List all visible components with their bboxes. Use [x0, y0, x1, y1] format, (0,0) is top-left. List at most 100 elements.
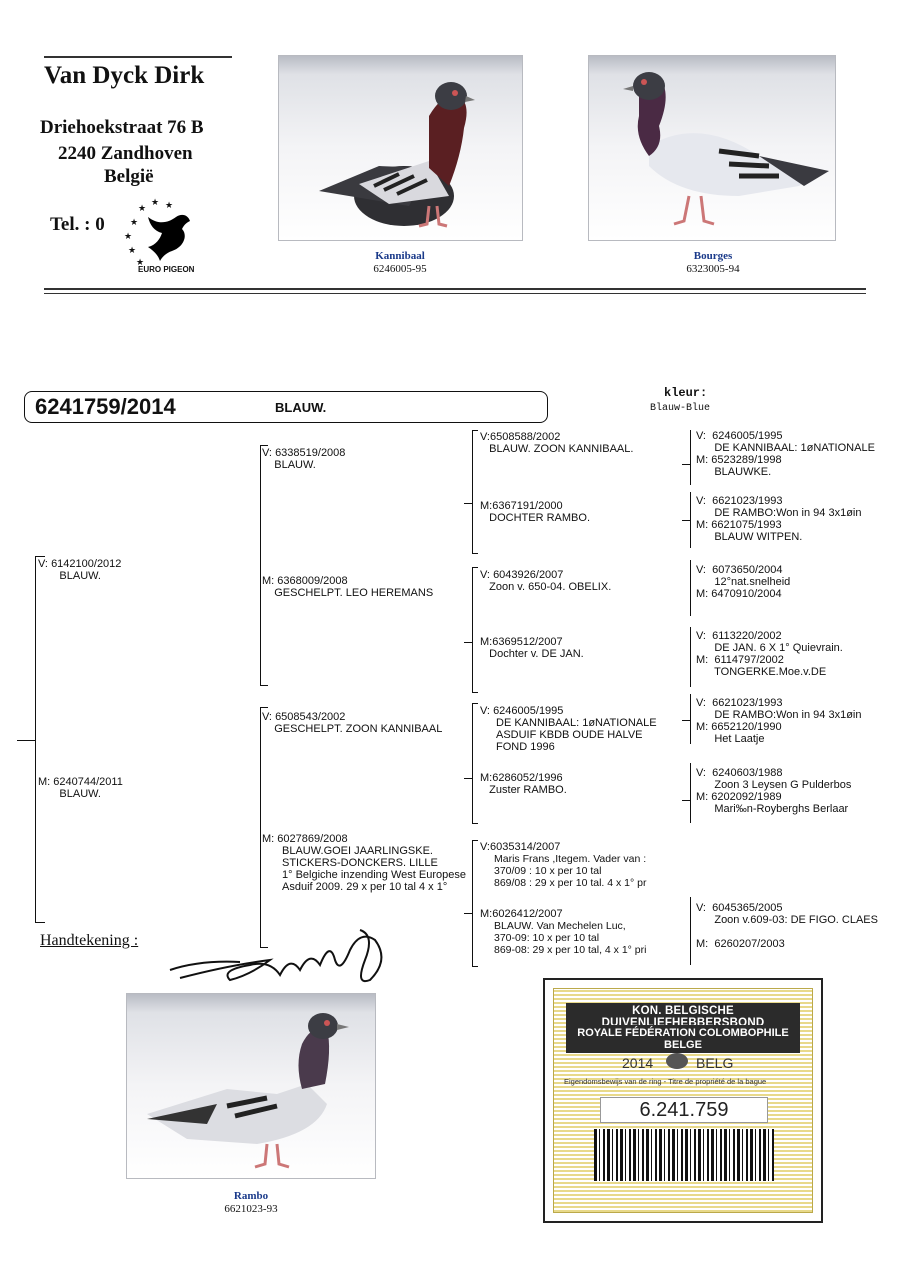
- gen2-bracket-sire-bottom: [260, 685, 268, 686]
- gen4-5: V: 6621023/1993 DE RAMBO:Won in 94 3x1øi…: [696, 697, 862, 745]
- card-barcode: [594, 1129, 774, 1181]
- photo-ring: 6246005-95: [373, 263, 427, 275]
- kleur-label: kleur:: [664, 386, 708, 400]
- gen4-bracket-3: [690, 560, 691, 616]
- card-emblem-icon: [666, 1053, 688, 1069]
- svg-text:EURO PIGEON: EURO PIGEON: [138, 265, 195, 274]
- gen3-7-desc: Maris Frans ,Itegem. Vader van : 370/09 …: [494, 853, 647, 889]
- signature-label: Handtekening :: [40, 932, 139, 949]
- header-rule-top: [44, 56, 232, 58]
- gen3-tick-3: [464, 778, 472, 779]
- gen3-bracket-1: [472, 430, 473, 553]
- photo-name: Kannibaal: [375, 250, 425, 262]
- gen3-bracket-1-top: [472, 430, 478, 431]
- svg-text:★: ★: [136, 258, 144, 268]
- gen3-tick-2: [464, 642, 472, 643]
- gen4-bracket-5: [690, 694, 691, 744]
- gen2-mm: M: 6027869/2008: [262, 833, 348, 845]
- gen3-3: V: 6043926/2007 Zoon v. 650-04. OBELIX.: [480, 569, 612, 593]
- gen3-7: V:6035314/2007: [480, 841, 561, 853]
- gen1-sire: V: 6142100/2012 BLAUW.: [38, 558, 122, 582]
- breeder-city: 2240 Zandhoven: [58, 143, 193, 164]
- gen3-tick-1: [464, 503, 472, 504]
- gen1-bracket-bottom: [35, 922, 45, 923]
- gen3-8-desc: BLAUW. Van Mechelen Luc, 370-09: 10 x pe…: [494, 920, 647, 956]
- photo-kannibaal: [278, 55, 523, 241]
- gen3-1: V:6508588/2002 BLAUW. ZOON KANNIBAAL.: [480, 431, 634, 455]
- photo-name: Bourges: [693, 250, 733, 262]
- kleur-value: Blauw-Blue: [650, 403, 711, 414]
- main-ring-box: 6241759/2014 BLAUW.: [24, 391, 548, 423]
- gen2-bracket-dam-bottom: [260, 947, 268, 948]
- photo-bourges: [588, 55, 836, 241]
- gen4-bracket-2: [690, 492, 691, 548]
- gen3-tick-4: [464, 913, 472, 914]
- gen4-bracket-4: [690, 627, 691, 687]
- gen2-bracket-dam: [260, 707, 261, 947]
- gen2-vm: M: 6368009/2008 GESCHELPT. LEO HEREMANS: [262, 575, 434, 599]
- breeder-country: België: [104, 166, 154, 187]
- gen3-2: M:6367191/2000 DOCHTER RAMBO.: [480, 500, 591, 524]
- gen1-dam: M: 6240744/2011 BLAUW.: [38, 776, 123, 800]
- gen3-bracket-3: [472, 703, 473, 823]
- gen4-bracket-1: [690, 430, 691, 485]
- ring-card: KON. BELGISCHE DUIVENLIEFHEBBERSBOND ROY…: [543, 978, 823, 1223]
- breeder-tel: Tel. : 0: [50, 214, 105, 235]
- gen3-8: M:6026412/2007: [480, 908, 563, 920]
- photo-ring: 6323005-94: [686, 263, 740, 275]
- gen2-vv: V: 6338519/2008 BLAUW.: [262, 447, 346, 471]
- gen3-bracket-4-bottom: [472, 966, 478, 967]
- gen4-6: V: 6240603/1988 Zoon 3 Leysen G Pulderbo…: [696, 767, 852, 815]
- card-small: Eigendomsbewijs van de ring - Titre de p…: [564, 1077, 767, 1086]
- svg-text:★: ★: [124, 232, 132, 242]
- gen3-bracket-3-bottom: [472, 823, 478, 824]
- gen3-bracket-4: [472, 840, 473, 966]
- gen3-bracket-4-top: [472, 840, 478, 841]
- gen3-6: M:6286052/1996 Zuster RAMBO.: [480, 772, 567, 796]
- gen4-7: V: 6045365/2005 Zoon v.609-03: DE FIGO. …: [696, 902, 878, 950]
- gen3-5: V: 6246005/1995: [480, 705, 564, 717]
- gen4-tick-2: [682, 520, 690, 521]
- signature: [160, 920, 400, 990]
- card-country: BELG: [696, 1055, 734, 1071]
- svg-text:★: ★: [138, 204, 146, 214]
- gen4-4: V: 6113220/2002 DE JAN. 6 X 1° Quievrain…: [696, 630, 843, 678]
- gen3-bracket-2-bottom: [472, 692, 478, 693]
- gen4-bracket-7: [690, 897, 691, 965]
- svg-text:★: ★: [128, 246, 136, 256]
- caption-kannibaal: Kannibaal 6246005-95: [330, 250, 470, 276]
- caption-rambo: Rambo 6621023-93: [181, 1190, 321, 1216]
- gen2-mv: V: 6508543/2002 GESCHELPT. ZOON KANNIBAA…: [262, 711, 443, 735]
- header-rule: [44, 288, 866, 290]
- photo-name: Rambo: [233, 1190, 269, 1202]
- gen2-mm-desc: BLAUW.GOEI JAARLINGSKE. STICKERS-DONCKER…: [282, 845, 466, 893]
- gen4-tick-5: [682, 720, 690, 721]
- card-inner: KON. BELGISCHE DUIVENLIEFHEBBERSBOND ROY…: [553, 988, 813, 1213]
- photo-rambo: [126, 993, 376, 1179]
- main-color: BLAUW.: [275, 400, 327, 415]
- gen4-1: V: 6246005/1995 DE KANNIBAAL: 1øNATIONAL…: [696, 430, 875, 478]
- gen3-bracket-2: [472, 567, 473, 692]
- svg-text:★: ★: [130, 218, 138, 228]
- card-line2: ROYALE FÉDÉRATION COLOMBOPHILE BELGE: [566, 1025, 800, 1053]
- gen4-3: V: 6073650/2004 12°nat.snelheid M: 64709…: [696, 564, 791, 600]
- gen3-bracket-3-top: [472, 703, 478, 704]
- gen3-bracket-2-top: [472, 567, 478, 568]
- gen1-bracket: [35, 556, 36, 922]
- svg-text:★: ★: [165, 201, 173, 211]
- photo-ring: 6621023-93: [224, 1203, 278, 1215]
- gen4-2: V: 6621023/1993 DE RAMBO:Won in 94 3x1øi…: [696, 495, 862, 543]
- gen3-4: M:6369512/2007 Dochter v. DE JAN.: [480, 636, 584, 660]
- breeder-name: Van Dyck Dirk: [44, 62, 205, 89]
- header-rule-thin: [44, 293, 866, 294]
- gen3-5-desc: DE KANNIBAAL: 1øNATIONALE ASDUIF KBDB OU…: [496, 717, 657, 753]
- gen3-bracket-1-bottom: [472, 553, 478, 554]
- gen4-tick-6: [682, 800, 690, 801]
- gen4-bracket-6: [690, 763, 691, 823]
- gen4-tick-1: [682, 464, 690, 465]
- gen2-bracket-dam-top: [260, 707, 268, 708]
- gen1-bracket-top: [35, 556, 45, 557]
- gen2-bracket-sire-top: [260, 445, 268, 446]
- gen1-tick: [17, 740, 35, 741]
- euro-pigeon-logo: ★★★ ★★★★ EURO PIGEON: [118, 195, 208, 275]
